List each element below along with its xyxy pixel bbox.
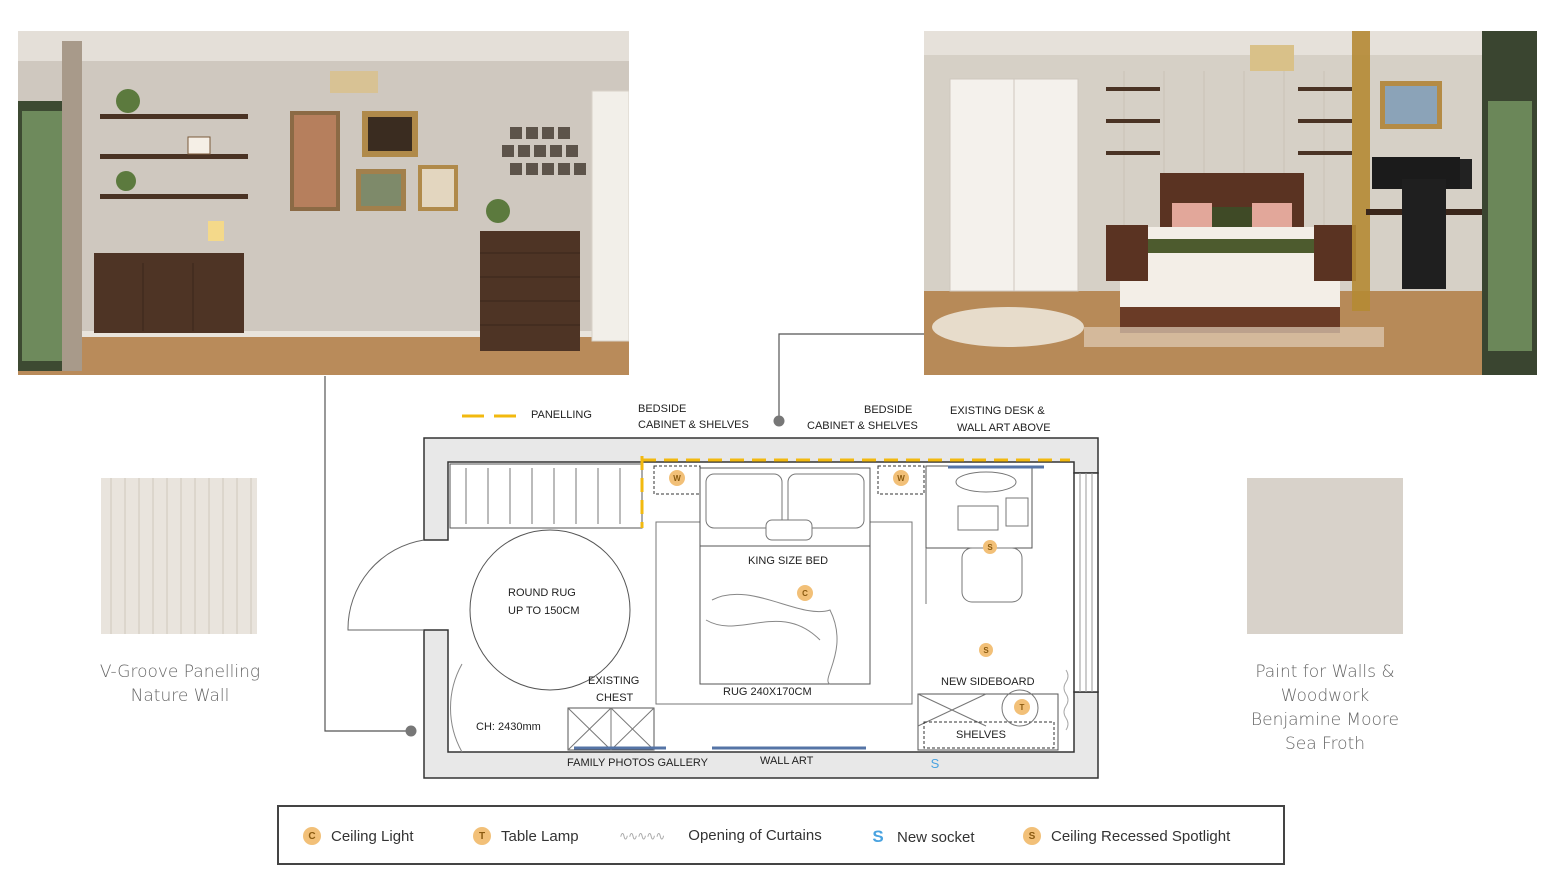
socket-icon: S (872, 827, 884, 846)
desk-label-1: EXISTING DESK & (950, 405, 1045, 417)
marker-w-left: W (673, 474, 681, 483)
panelling-caption: V-Groove Panelling Nature Wall (60, 660, 300, 708)
living-wall-photo (18, 31, 629, 375)
legend: C Ceiling Light T Table Lamp ∿∿∿∿∿ Openi… (277, 805, 1285, 865)
paint-caption: Paint for Walls & Woodwork Benjamine Moo… (1205, 660, 1445, 756)
sideboard-label: NEW SIDEBOARD (941, 676, 1035, 688)
socket-marker: S (931, 756, 940, 771)
legend-ceiling-light-label: Ceiling Light (331, 827, 414, 845)
legend-socket: S New socket (869, 827, 975, 847)
spotlight-icon: S (1023, 827, 1041, 845)
paint-caption-line1: Paint for Walls & (1255, 662, 1395, 682)
round-rug-label-2: UP TO 150CM (508, 605, 580, 617)
paint-caption-line2: Woodwork (1280, 686, 1370, 706)
marker-ceiling-light: C (802, 589, 808, 598)
legend-curtains: ∿∿∿∿∿ Opening of Curtains (619, 827, 822, 844)
round-rug-label-1: ROUND RUG (508, 587, 576, 599)
wall-art-label: WALL ART (760, 755, 814, 767)
legend-spotlight-label: Ceiling Recessed Spotlight (1051, 827, 1231, 845)
legend-table-lamp-label: Table Lamp (501, 827, 579, 845)
bedside-right-label-1: BEDSIDE (864, 404, 913, 416)
shelves-label: SHELVES (956, 729, 1006, 741)
legend-spotlight: S Ceiling Recessed Spotlight (1023, 827, 1230, 845)
table-lamp-icon: T (473, 827, 491, 845)
panelling-caption-line2: Nature Wall (130, 686, 230, 706)
desk-label-2: WALL ART ABOVE (957, 422, 1051, 434)
curtains-icon: ∿∿∿∿∿ (619, 828, 665, 843)
rug-label: RUG 240X170CM (723, 686, 812, 698)
legend-ceiling-light: C Ceiling Light (303, 827, 414, 845)
paint-swatch (1247, 478, 1403, 634)
paint-caption-line4: Sea Froth (1284, 734, 1366, 754)
family-photos-label: FAMILY PHOTOS GALLERY (567, 757, 709, 769)
legend-socket-label: New socket (897, 828, 975, 846)
marker-table-lamp: T (1020, 703, 1025, 712)
bed-label: KING SIZE BED (748, 555, 829, 567)
chest-label-1: EXISTING (588, 675, 640, 687)
panelling-swatch (101, 478, 257, 634)
ceiling-height-label: CH: 2430mm (476, 721, 541, 733)
panelling-label: PANELLING (531, 409, 592, 421)
bedside-left-label-1: BEDSIDE (638, 403, 687, 415)
legend-table-lamp: T Table Lamp (473, 827, 579, 845)
chest-label-2: CHEST (596, 692, 634, 704)
paint-caption-line3: Benjamine Moore (1251, 710, 1399, 730)
bedroom-photo (924, 31, 1537, 375)
marker-w-right: W (897, 474, 905, 483)
marker-spot-desk: S (987, 543, 993, 552)
legend-curtains-label: Opening of Curtains (688, 827, 822, 844)
ceiling-light-icon: C (303, 827, 321, 845)
marker-spot-room: S (983, 646, 989, 655)
bedside-right-label-2: CABINET & SHELVES (807, 420, 918, 432)
panelling-caption-line1: V-Groove Panelling (99, 662, 261, 682)
bedside-left-label-2: CABINET & SHELVES (638, 419, 749, 431)
